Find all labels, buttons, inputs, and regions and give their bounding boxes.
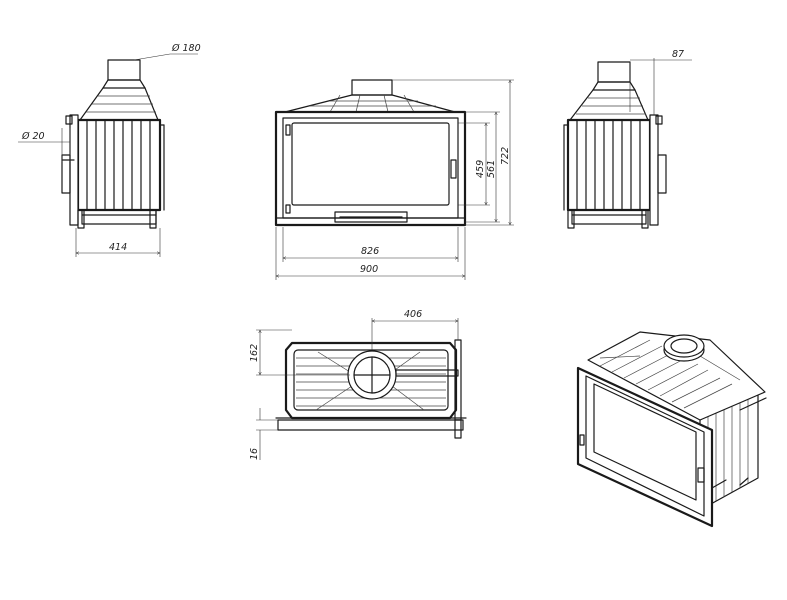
dim-front-glass-height-label: 459 (475, 160, 486, 178)
dim-front-total-width: 900 (276, 227, 465, 280)
isometric-view (576, 331, 767, 528)
dim-side-depth-label: 414 (109, 242, 127, 253)
dim-front-body-height-label: 561 (486, 160, 497, 178)
dim-side-offset: 87 (629, 49, 692, 115)
right-side-view (563, 61, 667, 229)
dim-top-flue-offset: 406 (372, 309, 458, 350)
dim-front-body-height: 561 (465, 112, 500, 222)
top-view (275, 339, 467, 439)
dim-side-offset-label: 87 (672, 49, 684, 60)
dim-front-total-width-label: 900 (360, 264, 378, 275)
dim-flue-diameter-label: Ø 180 (171, 43, 201, 54)
dim-top-flue-offset-label: 406 (404, 309, 422, 320)
left-side-view (61, 59, 165, 229)
dim-front-glass-width-label: 826 (361, 246, 379, 257)
dim-front-glass-width: 826 (283, 227, 458, 262)
dim-top-depth-label: 162 (249, 344, 260, 362)
dim-top-frame-label: 16 (249, 448, 260, 460)
front-view (274, 79, 467, 227)
dim-flue-diameter: Ø 180 (133, 43, 201, 61)
dim-top-frame: 16 (249, 408, 278, 460)
dim-top-depth: 162 (249, 330, 350, 375)
dim-knob-diameter-label: Ø 20 (21, 131, 45, 142)
dim-front-total-height: 722 (392, 80, 514, 225)
dim-side-depth: 414 (76, 228, 160, 257)
dim-knob-diameter: Ø 20 (18, 128, 71, 162)
dim-front-total-height-label: 722 (500, 147, 511, 165)
dim-front-glass-height: 459 (458, 123, 490, 205)
